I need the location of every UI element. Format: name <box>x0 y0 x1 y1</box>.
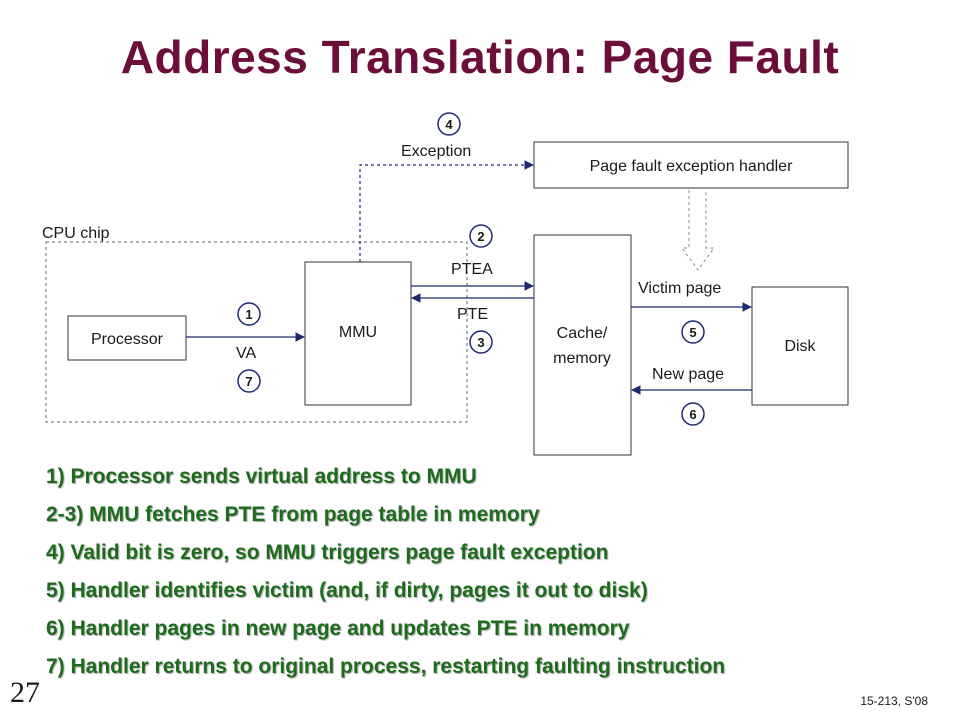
exception-label: Exception <box>401 143 471 160</box>
cache-memory-box <box>533 234 632 456</box>
handler-box <box>533 141 849 189</box>
ptea-label: PTEA <box>451 261 493 278</box>
new-page-label: New page <box>652 366 724 383</box>
step-circle-6: 6 <box>681 402 705 426</box>
step-item-5: 6) Handler pages in new page and updates… <box>46 617 630 640</box>
victim-page-label: Victim page <box>638 280 721 297</box>
step-item-1: 1) Processor sends virtual address to MM… <box>46 465 477 488</box>
course-label: 15-213, S'08 <box>860 694 928 708</box>
step-number-7: 7 <box>245 374 252 389</box>
slide-title: Address Translation: Page Fault <box>120 31 840 83</box>
step-number-1: 1 <box>245 307 252 322</box>
pte-label: PTE <box>457 306 488 323</box>
step-circle-7: 7 <box>237 369 261 393</box>
cpu-chip-label: CPU chip <box>42 225 110 242</box>
slide-number: 27 <box>10 676 40 709</box>
step-item-3: 4) Valid bit is zero, so MMU triggers pa… <box>46 541 609 564</box>
cache-label-line1: Cache/ <box>557 325 608 342</box>
disk-label: Disk <box>784 338 816 355</box>
step-number-4: 4 <box>445 117 453 132</box>
step-item-6: 7) Handler returns to original process, … <box>46 655 726 678</box>
handler-label: Page fault exception handler <box>590 158 793 175</box>
cache-label-line2: memory <box>553 350 611 367</box>
processor-label: Processor <box>91 331 164 348</box>
step-circle-2: 2 <box>469 224 493 248</box>
step-number-3: 3 <box>477 335 484 350</box>
step-item-2: 2-3) MMU fetches PTE from page table in … <box>46 503 540 526</box>
step-circle-5: 5 <box>681 320 705 344</box>
disk-box <box>751 286 849 406</box>
va-label: VA <box>236 345 256 362</box>
step-item-4: 5) Handler identifies victim (and, if di… <box>46 579 648 602</box>
mmu-box <box>304 261 412 406</box>
mmu-label: MMU <box>339 324 377 341</box>
exception-arrow <box>359 160 534 262</box>
step-circle-1: 1 <box>237 302 261 326</box>
step-circle-3: 3 <box>469 330 493 354</box>
cpu-chip-region <box>45 241 468 423</box>
step-number-2: 2 <box>477 229 484 244</box>
step-number-6: 6 <box>689 407 696 422</box>
step-number-5: 5 <box>689 325 696 340</box>
steps-list: 1) Processor sends virtual address to MM… <box>46 462 725 690</box>
handler-down-arrow <box>681 190 715 271</box>
processor-box <box>67 315 187 361</box>
step-circle-4: 4 <box>437 112 461 136</box>
